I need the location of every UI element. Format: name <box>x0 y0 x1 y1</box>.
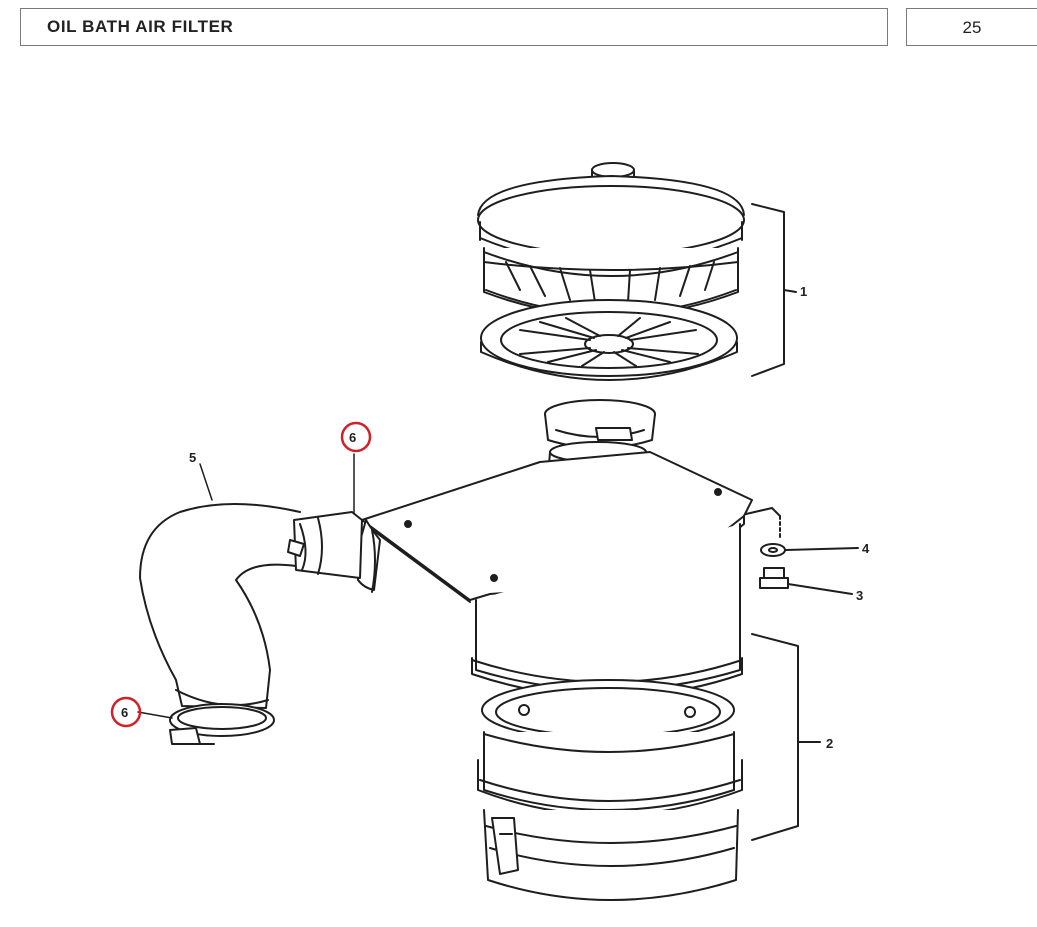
part-4-washer <box>760 543 859 557</box>
callout-3: 3 <box>856 588 863 603</box>
callout-4: 4 <box>862 541 870 556</box>
callout-6-lower: 6 <box>121 705 128 720</box>
leader-lines <box>137 453 355 719</box>
part-1-cap-assembly <box>477 162 797 381</box>
callout-labels: 1 2 3 4 5 6 6 <box>121 284 870 751</box>
title-box: OIL BATH AIR FILTER <box>20 8 888 46</box>
part-2-oil-bowl <box>477 633 821 901</box>
highlight-markers <box>110 421 372 728</box>
page-number-box: 25 <box>906 8 1037 46</box>
callout-5: 5 <box>189 450 196 465</box>
highlight-circle-6-upper <box>340 421 372 453</box>
filter-housing <box>357 451 753 698</box>
part-5-elbow-hose <box>139 503 363 709</box>
part-6-hose-clamp-lower <box>169 703 275 745</box>
part-3-bolt <box>759 567 853 595</box>
page-number: 25 <box>962 18 982 37</box>
bolt-leader <box>745 507 781 517</box>
callout-1: 1 <box>800 284 807 299</box>
highlight-circle-6-lower <box>110 696 142 728</box>
callout-6-upper: 6 <box>349 430 356 445</box>
page-title: OIL BATH AIR FILTER <box>47 17 234 36</box>
callout-2: 2 <box>826 736 833 751</box>
